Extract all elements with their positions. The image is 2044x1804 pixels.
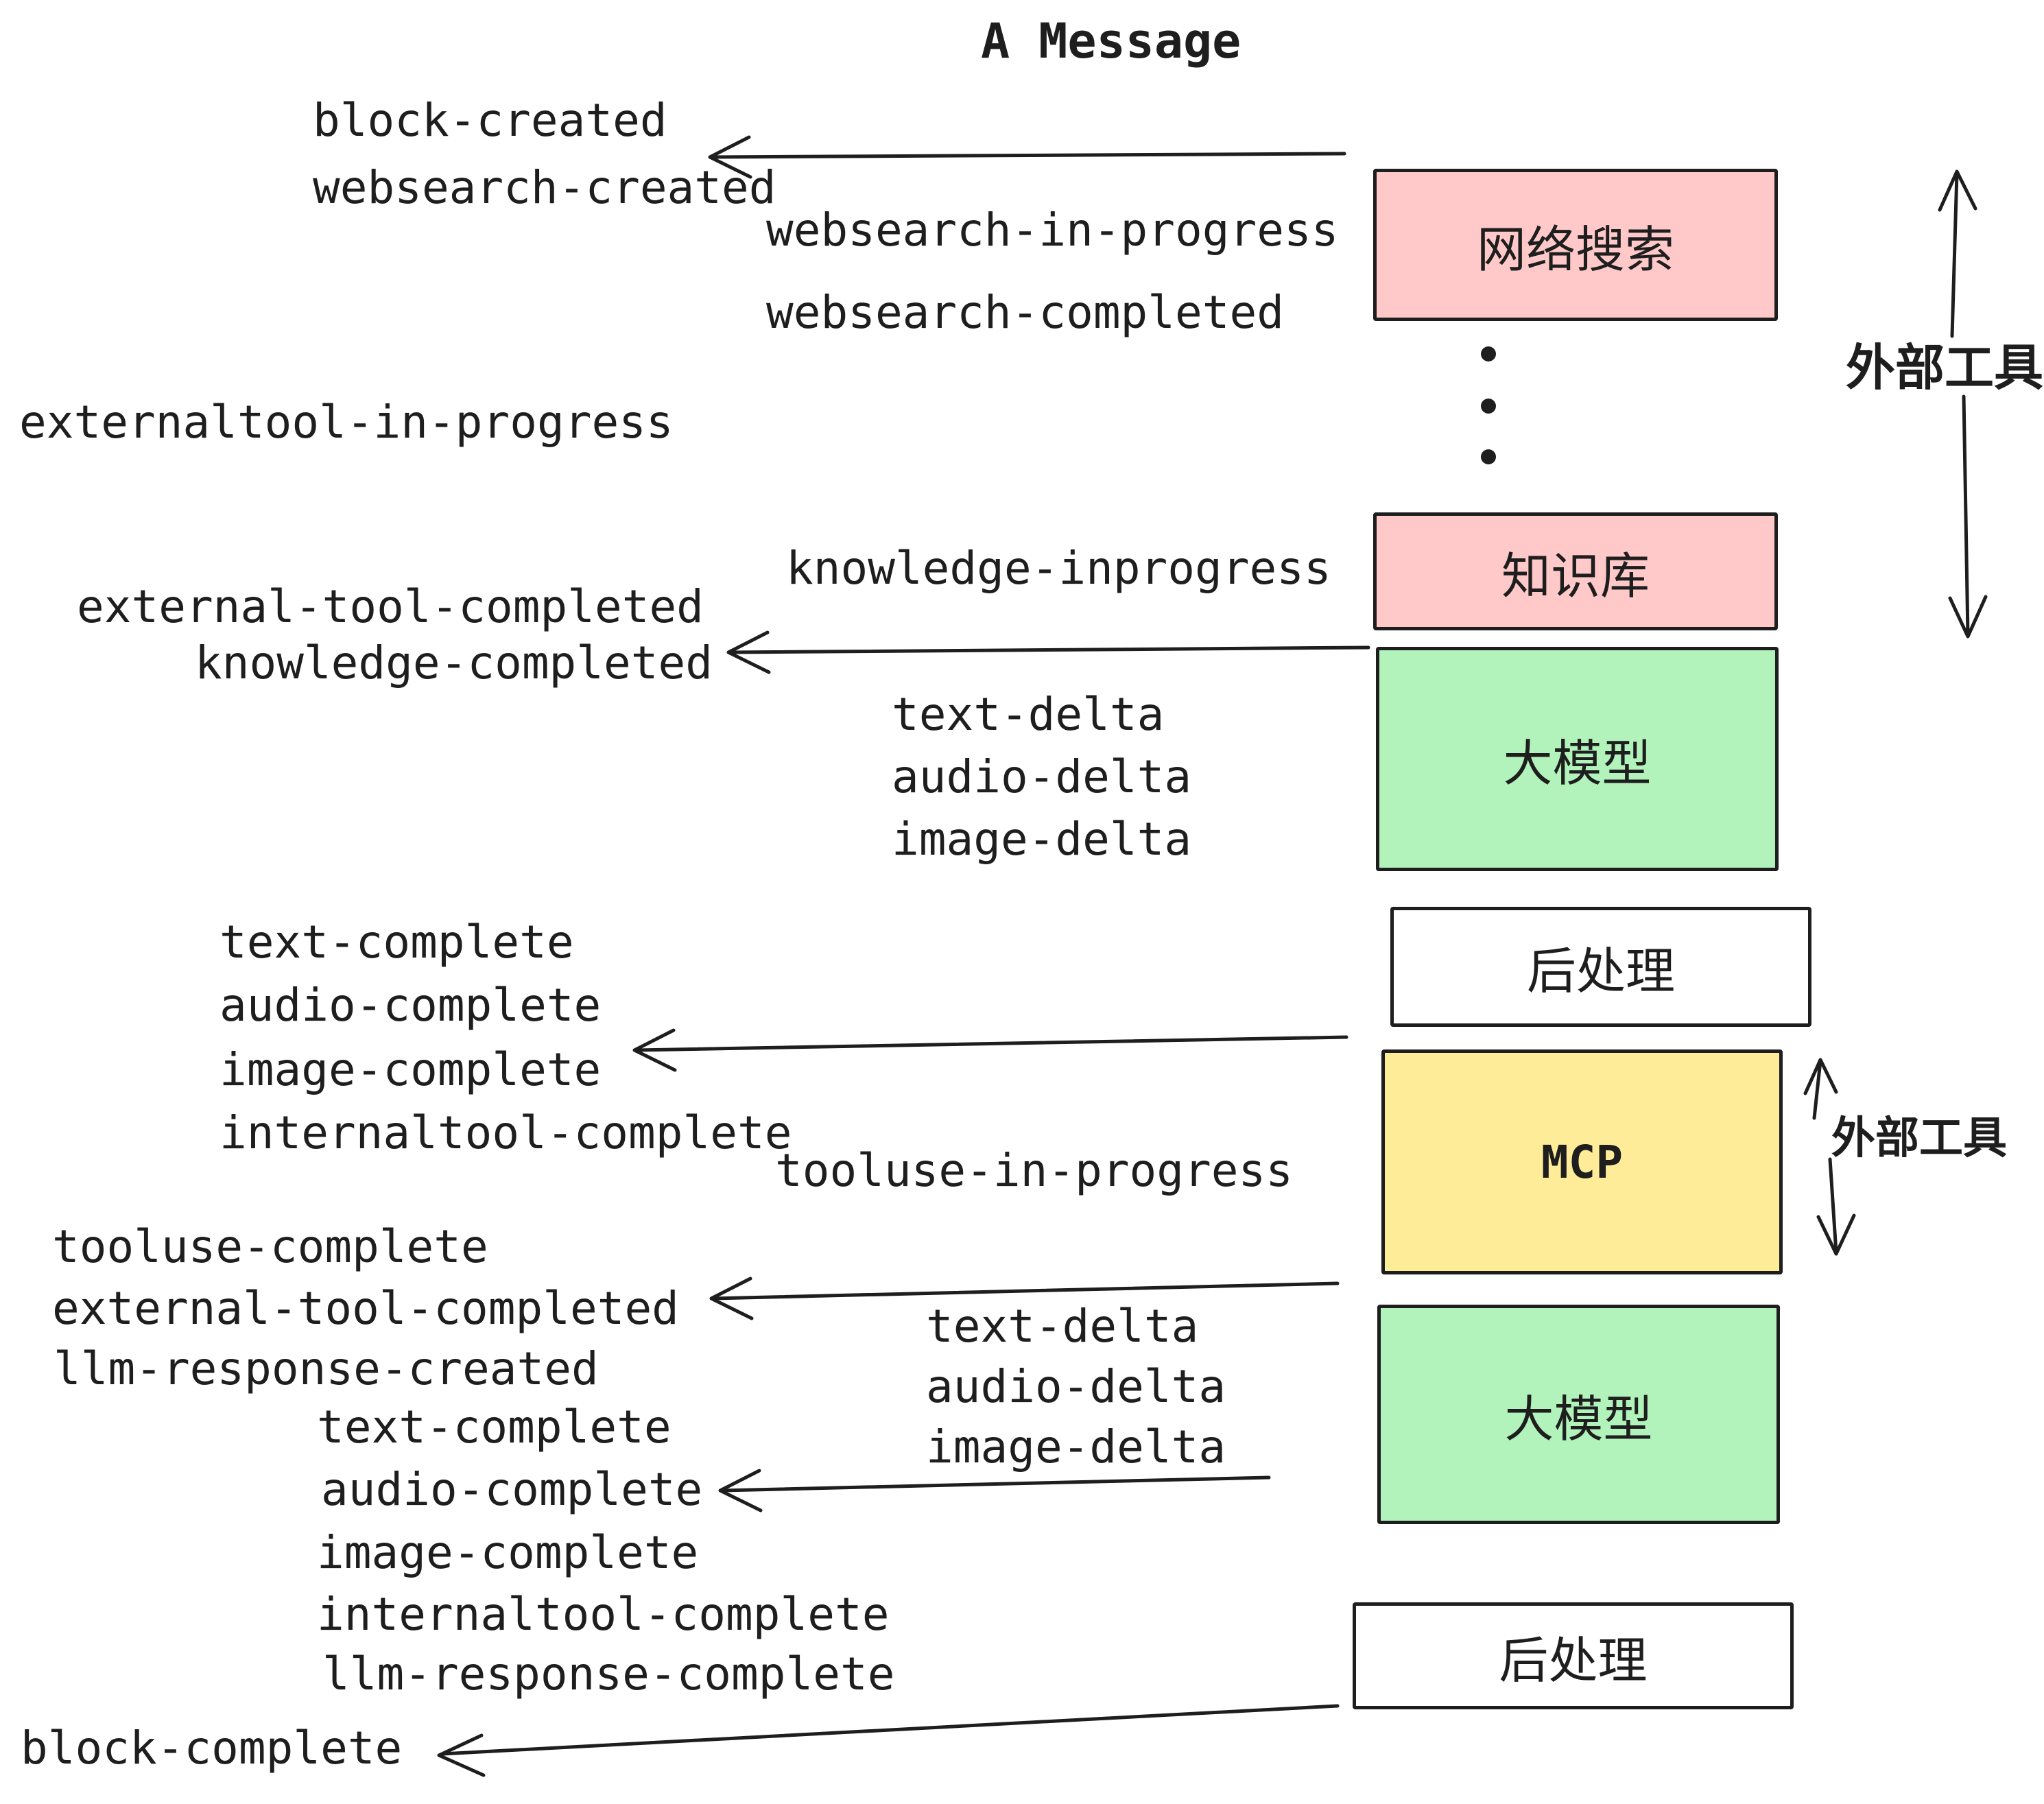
event-audio-complete: audio-complete	[219, 979, 602, 1032]
arrow-knowledge-completed	[726, 630, 1370, 674]
event-text-delta: text-delta	[892, 688, 1165, 741]
llm-box-top-label: 大模型	[1503, 737, 1652, 792]
arrow-mcp-external-up	[1803, 1058, 1838, 1120]
event-audio-delta: audio-delta	[892, 750, 1192, 803]
event-llm-response-complete: llm-response-complete	[322, 1648, 895, 1700]
arrow-audio-complete	[718, 1469, 1271, 1512]
event-image-delta-2: image-delta	[926, 1421, 1226, 1473]
arrow-external-tools-up	[1938, 169, 1977, 338]
llm-box-top: 大模型	[1376, 647, 1779, 871]
event-tooluse-complete: tooluse-complete	[52, 1220, 488, 1273]
diagram-title: A Message	[981, 13, 1241, 69]
post-processing-box-top: 后处理	[1390, 907, 1811, 1027]
event-externaltool-in-progress: externaltool-in-progress	[19, 396, 674, 449]
event-audio-delta-2: audio-delta	[926, 1360, 1226, 1413]
event-block-created: block-created	[313, 94, 667, 147]
event-external-tool-completed-2: external-tool-completed	[52, 1282, 679, 1335]
websearch-box: 网络搜索	[1373, 169, 1778, 321]
post-processing-box-bottom: 后处理	[1353, 1602, 1794, 1709]
vertical-ellipsis-dots	[1481, 346, 1496, 464]
event-external-tool-completed: external-tool-completed	[77, 580, 704, 633]
event-text-complete-2: text-complete	[317, 1401, 672, 1453]
event-websearch-completed: websearch-completed	[766, 286, 1284, 339]
external-tools-label-top: 外部工具	[1846, 341, 2044, 396]
post-processing-box-top-label: 后处理	[1526, 945, 1675, 999]
mcp-box: MCP	[1381, 1049, 1783, 1274]
event-internaltool-complete-2: internaltool-complete	[317, 1588, 890, 1641]
arrow-websearch-created	[708, 135, 1346, 179]
event-websearch-created: websearch-created	[313, 161, 776, 214]
event-image-complete: image-complete	[219, 1043, 602, 1096]
event-text-complete: text-complete	[219, 916, 574, 969]
event-image-complete-2: image-complete	[317, 1526, 699, 1579]
external-tools-label-mcp: 外部工具	[1831, 1113, 2007, 1163]
event-image-delta: image-delta	[892, 813, 1192, 866]
knowledge-base-box-label: 知识库	[1501, 549, 1650, 604]
arrow-block-complete	[437, 1704, 1340, 1777]
websearch-box-label: 网络搜索	[1476, 222, 1674, 278]
mcp-box-label: MCP	[1541, 1135, 1624, 1189]
llm-box-bottom-label: 大模型	[1504, 1392, 1653, 1447]
arrow-mcp-external-down	[1816, 1157, 1856, 1256]
post-processing-box-bottom-label: 后处理	[1499, 1633, 1648, 1689]
event-websearch-in-progress: websearch-in-progress	[766, 204, 1339, 257]
arrow-complete-list	[632, 1028, 1348, 1072]
arrow-external-tools-down	[1948, 394, 1988, 639]
event-block-complete: block-complete	[21, 1722, 403, 1775]
event-internaltool-complete: internaltool-complete	[219, 1106, 792, 1159]
llm-box-bottom: 大模型	[1377, 1305, 1780, 1524]
event-knowledge-completed: knowledge-completed	[195, 637, 713, 689]
event-text-delta-2: text-delta	[926, 1300, 1199, 1353]
event-llm-response-created: llm-response-created	[54, 1342, 599, 1395]
knowledge-base-box: 知识库	[1373, 512, 1778, 630]
event-audio-complete-2: audio-complete	[321, 1463, 703, 1516]
event-tooluse-in-progress: tooluse-in-progress	[775, 1144, 1293, 1197]
event-knowledge-inprogress: knowledge-inprogress	[786, 542, 1331, 595]
